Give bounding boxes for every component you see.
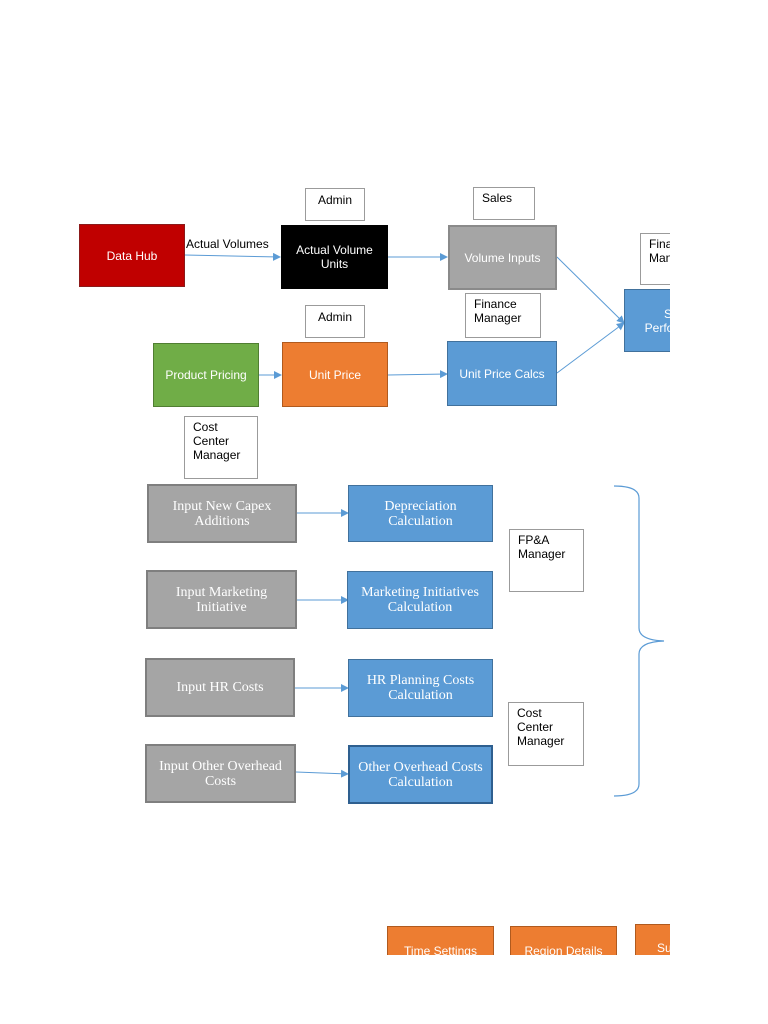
- connector-layer: [184, 252, 665, 797]
- note-cost-center-manager-bottom: Cost Center Manager: [508, 702, 584, 766]
- node-input-hr[interactable]: Input HR Costs: [145, 658, 295, 717]
- node-data-hub[interactable]: Data Hub: [79, 224, 185, 287]
- diagram-canvas: Data Hub Actual Volumes Actual Volume Un…: [79, 187, 670, 955]
- node-sales-performance-label: Sales Performance: [644, 306, 670, 335]
- node-region-details[interactable]: Region Details: [510, 926, 617, 955]
- node-su-partial[interactable]: Su: [635, 924, 670, 955]
- edge-label-actual-volumes: Actual Volumes: [186, 237, 269, 251]
- connector-unitpricecalcs-to-salesperf: [556, 322, 625, 374]
- node-marketing-calc[interactable]: Marketing Initiatives Calculation: [347, 571, 493, 629]
- note-admin-top: Admin: [305, 188, 365, 221]
- node-input-overhead[interactable]: Input Other Overhead Costs: [145, 744, 296, 803]
- node-marketing-calc-label: Marketing Initiatives Calculation: [361, 585, 479, 615]
- node-time-settings-label: Time Settings: [404, 944, 477, 955]
- node-hr-calc-label: HR Planning Costs Calculation: [366, 673, 475, 703]
- connector-unitprice-to-unitpricecalcs: [387, 370, 448, 379]
- node-data-hub-label: Data Hub: [106, 248, 158, 263]
- node-overhead-calc-label: Other Overhead Costs Calculation: [358, 759, 483, 790]
- connector-volumeinputs-to-salesperf: [556, 256, 625, 324]
- node-volume-inputs-label: Volume Inputs: [464, 250, 541, 265]
- connector-overhead-to-calc: [295, 769, 349, 778]
- note-finance-manager-mid: Finance Manager: [465, 293, 541, 338]
- note-fpa-manager: FP&A Manager: [509, 529, 584, 592]
- node-input-new-capex-label: Input New Capex Additions: [172, 498, 272, 529]
- note-admin-mid: Admin: [305, 305, 365, 338]
- node-unit-price-calcs[interactable]: Unit Price Calcs: [447, 341, 557, 406]
- node-depreciation-calc[interactable]: Depreciation Calculation: [348, 485, 493, 542]
- note-cost-center-manager-top: Cost Center Manager: [184, 416, 258, 479]
- node-actual-volume-units-label: Actual Volume Units: [296, 243, 373, 271]
- node-depreciation-calc-label: Depreciation Calculation: [384, 498, 457, 529]
- node-sales-performance[interactable]: Sales Performance: [624, 289, 670, 352]
- node-input-overhead-label: Input Other Overhead Costs: [159, 758, 282, 789]
- curly-brace: [613, 485, 665, 797]
- node-overhead-calc[interactable]: Other Overhead Costs Calculation: [348, 745, 493, 804]
- note-finance-manager-top: Finance Manager: [640, 233, 670, 285]
- note-sales: Sales: [473, 187, 535, 220]
- node-su-partial-label: Su: [657, 941, 670, 955]
- node-hr-calc[interactable]: HR Planning Costs Calculation: [348, 659, 493, 717]
- node-actual-volume-units[interactable]: Actual Volume Units: [281, 225, 388, 289]
- node-input-marketing[interactable]: Input Marketing Initiative: [146, 570, 297, 629]
- node-input-hr-label: Input HR Costs: [176, 680, 264, 695]
- node-unit-price-calcs-label: Unit Price Calcs: [459, 366, 545, 381]
- node-product-pricing[interactable]: Product Pricing: [153, 343, 259, 407]
- node-unit-price-label: Unit Price: [308, 367, 361, 382]
- node-input-marketing-label: Input Marketing Initiative: [175, 584, 268, 615]
- node-volume-inputs[interactable]: Volume Inputs: [448, 225, 557, 290]
- node-product-pricing-label: Product Pricing: [165, 368, 247, 382]
- node-input-new-capex[interactable]: Input New Capex Additions: [147, 484, 297, 543]
- node-region-details-label: Region Details: [524, 944, 603, 955]
- node-time-settings[interactable]: Time Settings: [387, 926, 494, 955]
- node-unit-price[interactable]: Unit Price: [282, 342, 388, 407]
- connector-datahub-to-actualvolume: [184, 252, 281, 261]
